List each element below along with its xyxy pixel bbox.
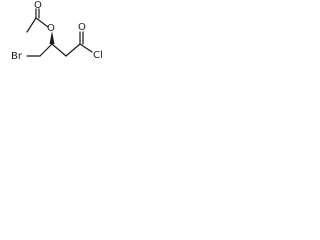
chemical-structure: O O Br O Cl <box>11 0 103 62</box>
chain-bond-ch2 <box>39 43 53 57</box>
chain-bond-right-ch2 <box>51 43 67 57</box>
acyl-oxygen-label: O <box>78 22 86 33</box>
stereo-wedge-bond <box>49 31 55 44</box>
chlorine-label: Cl <box>93 50 103 61</box>
ester-carbonyl-oxygen-label: O <box>34 0 42 11</box>
chain-bond-acyl-carbon <box>65 43 81 57</box>
ester-oxygen-label: O <box>47 23 55 34</box>
acyl-chloride-bond <box>79 43 93 53</box>
acetyl-ester-bond <box>35 17 49 28</box>
acetyl-methyl-bond <box>26 17 37 33</box>
bromine-label: Br <box>11 51 23 62</box>
